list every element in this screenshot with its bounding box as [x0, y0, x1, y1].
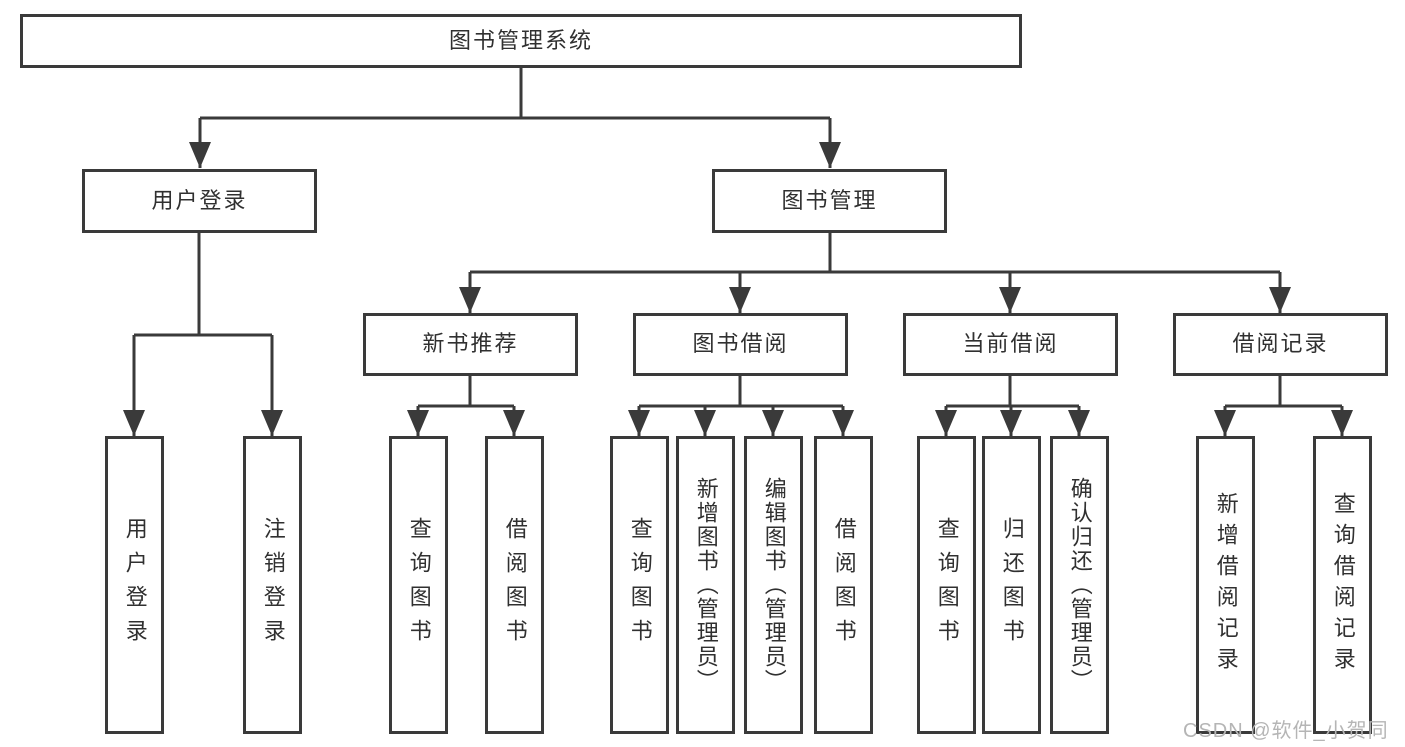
leaf-label: 借阅图书 — [502, 517, 528, 653]
arrowhead-icons — [123, 142, 1353, 436]
connector-lines — [132, 68, 1344, 436]
leaf-label: 新增图书（管理员） — [693, 477, 719, 693]
leaf-label: 用户登录 — [122, 517, 148, 653]
leaf-label: 借阅图书 — [831, 517, 857, 653]
leaf-label: 查询图书 — [934, 517, 960, 653]
node-current-borrowing: 当前借阅 — [903, 313, 1118, 376]
leaf-label: 确认归还（管理员） — [1067, 477, 1093, 693]
node-leaf-bb-borrow-books: 借阅图书 — [814, 436, 873, 734]
csdn-watermark: CSDN @软件_小贺同学 — [1183, 720, 1389, 742]
node-leaf-br-add-record: 新增借阅记录 — [1196, 436, 1255, 734]
node-leaf-bb-add-books: 新增图书（管理员） — [676, 436, 735, 734]
leaf-label: 查询图书 — [627, 517, 653, 653]
leaf-label: 编辑图书（管理员） — [761, 477, 787, 693]
node-new-book-recommend: 新书推荐 — [363, 313, 578, 376]
leaf-label: 查询图书 — [406, 517, 432, 653]
leaf-label: 查询借阅记录 — [1330, 492, 1356, 678]
leaf-label: 归还图书 — [999, 517, 1025, 653]
node-leaf-user-login: 用户登录 — [105, 436, 164, 734]
node-user-login: 用户登录 — [82, 169, 317, 233]
node-library-management-system: 图书管理系统 — [20, 14, 1022, 68]
leaf-label: 新增借阅记录 — [1213, 492, 1239, 678]
node-leaf-cb-query-books: 查询图书 — [917, 436, 976, 734]
node-leaf-bb-edit-books: 编辑图书（管理员） — [744, 436, 803, 734]
node-leaf-cb-confirm-return: 确认归还（管理员） — [1050, 436, 1109, 734]
node-leaf-logout: 注销登录 — [243, 436, 302, 734]
node-borrowing-records: 借阅记录 — [1173, 313, 1388, 376]
leaf-label: 注销登录 — [260, 517, 286, 653]
node-book-management: 图书管理 — [712, 169, 947, 233]
node-leaf-bb-query-books: 查询图书 — [610, 436, 669, 734]
node-leaf-br-query-record: 查询借阅记录 — [1313, 436, 1372, 734]
node-leaf-cb-return-books: 归还图书 — [982, 436, 1041, 734]
node-leaf-nbr-query-books: 查询图书 — [389, 436, 448, 734]
node-leaf-nbr-borrow-books: 借阅图书 — [485, 436, 544, 734]
node-book-borrowing: 图书借阅 — [633, 313, 848, 376]
